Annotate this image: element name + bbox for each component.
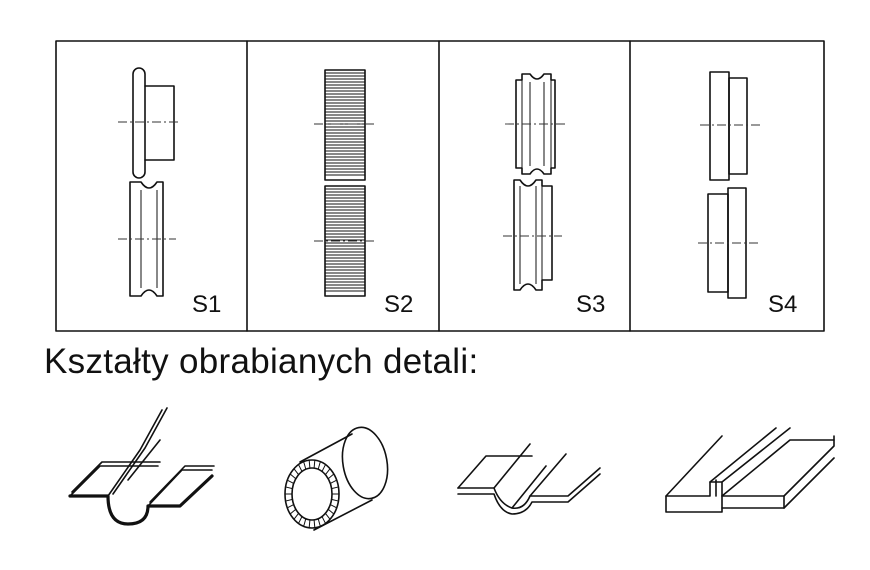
part-shapes — [68, 407, 835, 531]
knurl-line — [330, 504, 337, 509]
knurl-line — [293, 468, 300, 475]
panel-label-s2: S2 — [384, 291, 413, 318]
roller-s2-lower — [314, 185, 376, 297]
roller-s4-lower — [698, 187, 758, 299]
roller-s1-upper — [118, 67, 180, 179]
panel-label-s4: S4 — [768, 291, 797, 318]
knurl-lines — [325, 72, 365, 176]
knurl-line — [321, 516, 326, 524]
part-knurled-tube — [284, 426, 389, 531]
knurl-line — [324, 468, 331, 475]
knurl-line — [289, 508, 297, 515]
knurl-line — [303, 461, 307, 470]
panel-s1: S1 — [118, 67, 221, 318]
table-frame — [55, 40, 825, 332]
knurl-line — [287, 479, 294, 484]
knurl-line — [331, 486, 339, 490]
panel-label-s1: S1 — [192, 291, 221, 318]
knurl-lines — [285, 460, 339, 528]
roller-s1-lower — [118, 181, 176, 297]
part-standing-seam — [665, 427, 835, 513]
parts-heading: Kształty obrabianych detali: — [44, 342, 479, 381]
part-grooved-sheet — [457, 443, 601, 515]
knurl-line — [285, 498, 293, 502]
knurl-line — [293, 513, 300, 520]
roller-s3-lower — [503, 179, 562, 291]
knurl-line — [298, 516, 303, 524]
roller-s2-upper — [314, 69, 376, 181]
knurl-line — [289, 473, 297, 480]
knurl-line — [313, 460, 316, 469]
knurl-line — [330, 479, 337, 484]
roller-s3-upper — [505, 73, 566, 175]
knurl-line — [317, 518, 321, 527]
knurl-lines — [325, 188, 365, 292]
knurl-line — [321, 464, 326, 472]
panel-s4: S4 — [698, 71, 797, 318]
panel-s3: S3 — [503, 73, 605, 318]
knurl-line — [327, 508, 335, 515]
knurl-line — [285, 486, 293, 490]
knurl-line — [327, 473, 335, 480]
roller-table — [55, 40, 825, 332]
knurl-line — [331, 498, 339, 502]
panel-s2: S2 — [314, 69, 413, 318]
knurl-line — [324, 513, 331, 520]
part-bead-double-sheet — [68, 407, 215, 526]
knurl-line — [303, 518, 307, 527]
knurl-line — [308, 519, 311, 528]
panel-label-s3: S3 — [576, 291, 605, 318]
knurl-line — [298, 464, 303, 472]
knurl-line — [313, 519, 316, 528]
knurl-line — [308, 460, 311, 469]
knurl-line — [287, 504, 294, 509]
knurl-line — [317, 461, 321, 470]
roller-s4-upper — [700, 71, 760, 181]
